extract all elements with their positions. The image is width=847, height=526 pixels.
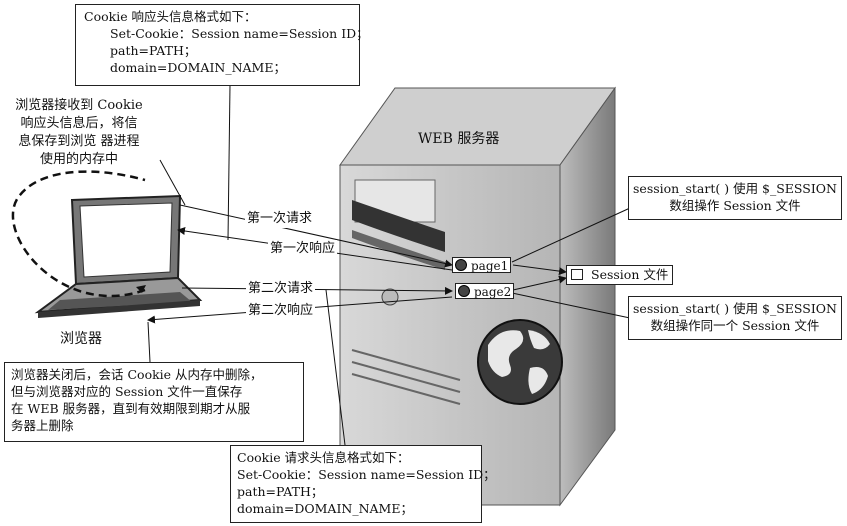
page2-label: page2	[474, 285, 512, 299]
cookie-response-line: domain=DOMAIN_NAME；	[110, 60, 286, 75]
cookie-response-line: Set-Cookie：Session name=Session ID；	[110, 26, 369, 41]
note-line: 浏览器关闭后，会话 Cookie 从内存中删除，	[11, 367, 263, 382]
memory-loop	[11, 170, 146, 298]
file-icon	[571, 269, 583, 280]
first-request-label: 第一次请求	[245, 210, 315, 228]
cookie-response-line: path=PATH；	[110, 43, 197, 58]
note-line: 在 WEB 服务器，直到有效期限到期才从服	[11, 401, 251, 416]
page2-box: page2	[455, 283, 515, 299]
note-line: 息保存到浏览 器进程	[18, 134, 140, 149]
note-line: 使用的内存中	[39, 152, 118, 167]
note-line: session_start( ) 使用 $_SESSION	[633, 181, 837, 196]
note-line: session_start( ) 使用 $_SESSION	[633, 301, 837, 316]
cookie-response-note: Cookie 响应头信息格式如下： Set-Cookie：Session nam…	[75, 4, 369, 86]
page1-box: page1	[452, 257, 512, 273]
page1-label: page1	[471, 259, 509, 273]
cookie-request-title: Cookie 请求头信息格式如下：	[237, 450, 410, 465]
laptop-icon	[34, 194, 203, 318]
server-label: WEB 服务器	[418, 131, 500, 147]
globe-icon	[477, 319, 563, 405]
session-note-2: session_start( ) 使用 $_SESSION 数组操作同一个 Se…	[628, 296, 842, 340]
browser-close-note: 浏览器关闭后，会话 Cookie 从内存中删除， 但与浏览器对应的 Sessio…	[4, 362, 304, 442]
cookie-request-line: domain=DOMAIN_NAME；	[237, 501, 413, 516]
note-line: 务器上删除	[11, 418, 74, 433]
session-note-1: session_start( ) 使用 $_SESSION 数组操作 Sessi…	[628, 176, 842, 220]
cookie-request-line: path=PATH；	[237, 484, 324, 499]
session-file-box: Session 文件	[566, 265, 674, 285]
note-line: 但与浏览器对应的 Session 文件一直保存	[11, 384, 243, 399]
session-file-label: Session 文件	[591, 267, 669, 282]
note-line: 数组操作同一个 Session 文件	[650, 318, 820, 333]
cookie-response-title: Cookie 响应头信息格式如下：	[84, 9, 257, 24]
note-line: 数组操作 Session 文件	[669, 198, 801, 213]
second-response-label: 第二次响应	[246, 302, 316, 320]
first-response-label: 第一次响应	[268, 240, 338, 258]
note-line: 响应头信息后，将信	[20, 116, 138, 131]
cookie-request-line: Set-Cookie：Session name=Session ID；	[237, 467, 496, 482]
second-request-label: 第二次请求	[246, 280, 316, 298]
note-line: 浏览器接收到 Cookie	[15, 98, 143, 113]
page-icon	[458, 285, 470, 297]
page-icon	[455, 259, 467, 271]
browser-label: 浏览器	[60, 331, 102, 347]
browser-receive-note: 浏览器接收到 Cookie 响应头信息后，将信 息保存到浏览 器进程 使用的内存…	[4, 97, 154, 169]
cookie-request-note: Cookie 请求头信息格式如下： Set-Cookie：Session nam…	[230, 445, 496, 523]
